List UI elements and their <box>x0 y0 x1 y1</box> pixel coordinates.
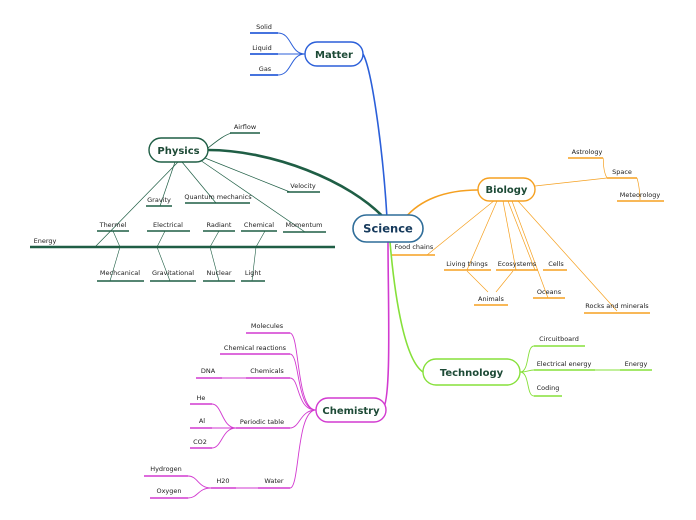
biology-branch: Space Astrology Meteorology Food chains … <box>392 148 664 314</box>
technology-node[interactable] <box>422 358 521 386</box>
technology-connector <box>389 241 424 373</box>
technology-item-coding[interactable]: Coding <box>537 384 560 392</box>
physics-quantum-connector <box>181 161 217 204</box>
physics-item-momentum[interactable]: Momentum <box>285 221 322 229</box>
physics-momentum-connector <box>199 159 306 233</box>
chemistry-item-molecules[interactable]: Molecules <box>251 322 284 330</box>
energy-item-radiant[interactable]: Radiant <box>207 221 232 229</box>
biology-item-living-things[interactable]: Living things <box>446 260 488 268</box>
biology-connector <box>404 189 479 219</box>
matter-node[interactable] <box>304 41 364 67</box>
physics-branch: Airflow Velocity Gravity Quantum mechani… <box>30 123 387 282</box>
matter-branch: Solid Liquid Gas Matter <box>250 23 388 219</box>
physics-item-airflow[interactable]: Airflow <box>234 123 257 131</box>
physics-node[interactable] <box>148 137 209 163</box>
space-item-astrology[interactable]: Astrology <box>572 148 603 156</box>
chemistry-connector <box>381 241 390 411</box>
matter-item-liquid[interactable]: Liquid <box>252 44 272 52</box>
physics-connector <box>207 148 387 221</box>
biology-item-ecosystems[interactable]: Ecosystems <box>498 260 537 268</box>
biology-item-food-chains[interactable]: Food chains <box>395 243 434 251</box>
space-children-connector <box>602 157 641 201</box>
energy-item-electrical[interactable]: Electrical <box>153 221 183 229</box>
technology-children-connector <box>519 345 535 397</box>
physics-airflow-connector <box>207 132 233 149</box>
energy-item-mechcanical[interactable]: Mechcanical <box>100 269 140 277</box>
matter-leaf-connector <box>277 32 306 76</box>
technology-label: Technology <box>440 368 504 379</box>
physics-gravity-connector <box>159 161 176 207</box>
root-node-group: Science <box>352 214 424 243</box>
biology-space-connector <box>534 177 608 187</box>
chemistry-label: Chemistry <box>322 406 380 417</box>
energy-item-thermel[interactable]: Thermel <box>99 221 127 229</box>
biology-item-oceans[interactable]: Oceans <box>537 288 562 296</box>
energy-ticks <box>109 230 266 282</box>
technology-branch: Circuitboard Electrical energy Energy Co… <box>389 241 652 397</box>
physics-item-quantum-mechanics[interactable]: Quantum mechanics <box>184 193 252 201</box>
periodic-item-he[interactable]: He <box>197 394 206 402</box>
chemistry-node[interactable] <box>315 397 387 423</box>
chemistry-children-connector <box>289 332 317 489</box>
biology-label: Biology <box>486 185 528 196</box>
physics-energy-label[interactable]: Energy <box>34 237 57 245</box>
matter-item-solid[interactable]: Solid <box>256 23 272 31</box>
periodic-item-co2[interactable]: CO2 <box>193 438 207 446</box>
chemistry-item-h20[interactable]: H20 <box>216 477 229 485</box>
root-label: Science <box>363 222 413 236</box>
chemistry-item-dna[interactable]: DNA <box>201 367 216 375</box>
technology-item-energy[interactable]: Energy <box>625 360 648 368</box>
chemistry-item-chemicals[interactable]: Chemicals <box>250 367 284 375</box>
physics-velocity-connector <box>204 157 291 193</box>
root-node[interactable] <box>352 214 424 243</box>
physics-energy-connector <box>94 161 179 248</box>
matter-item-gas[interactable]: Gas <box>259 65 272 73</box>
biology-node[interactable] <box>477 177 536 202</box>
biology-item-rocks-and-minerals[interactable]: Rocks and minerals <box>585 302 649 310</box>
physics-item-velocity[interactable]: Velocity <box>290 182 316 190</box>
biology-children-connectors <box>426 199 618 312</box>
periodic-children-connector <box>211 403 237 449</box>
chemistry-item-periodic-table[interactable]: Periodic table <box>240 418 284 426</box>
energy-item-chemical[interactable]: Chemical <box>244 221 274 229</box>
chemistry-branch: Molecules Chemical reactions Chemicals D… <box>144 241 390 499</box>
energy-item-gravitational[interactable]: Gravitational <box>152 269 194 277</box>
biology-item-space[interactable]: Space <box>612 168 632 176</box>
chemistry-item-chemical-reactions[interactable]: Chemical reactions <box>224 344 287 352</box>
chemistry-item-water[interactable]: Water <box>264 477 284 485</box>
physics-label: Physics <box>157 146 199 157</box>
biology-item-animals[interactable]: Animals <box>478 295 504 303</box>
technology-item-electrical-energy[interactable]: Electrical energy <box>537 360 592 368</box>
space-item-meteorology[interactable]: Meteorology <box>620 191 661 199</box>
biology-item-cells[interactable]: Cells <box>548 260 564 268</box>
h20-item-hydrogen[interactable]: Hydrogen <box>150 465 182 473</box>
technology-item-circuitboard[interactable]: Circuitboard <box>539 335 579 343</box>
physics-item-gravity[interactable]: Gravity <box>147 196 171 204</box>
energy-item-nuclear[interactable]: Nuclear <box>206 269 231 277</box>
animals-connectors <box>466 270 514 293</box>
h20-children-connector <box>187 475 212 499</box>
matter-label: Matter <box>315 50 353 61</box>
matter-connector <box>362 53 388 219</box>
periodic-item-al[interactable]: Al <box>199 417 205 425</box>
energy-item-light[interactable]: Light <box>245 269 262 277</box>
h20-item-oxygen[interactable]: Oxygen <box>156 487 181 495</box>
